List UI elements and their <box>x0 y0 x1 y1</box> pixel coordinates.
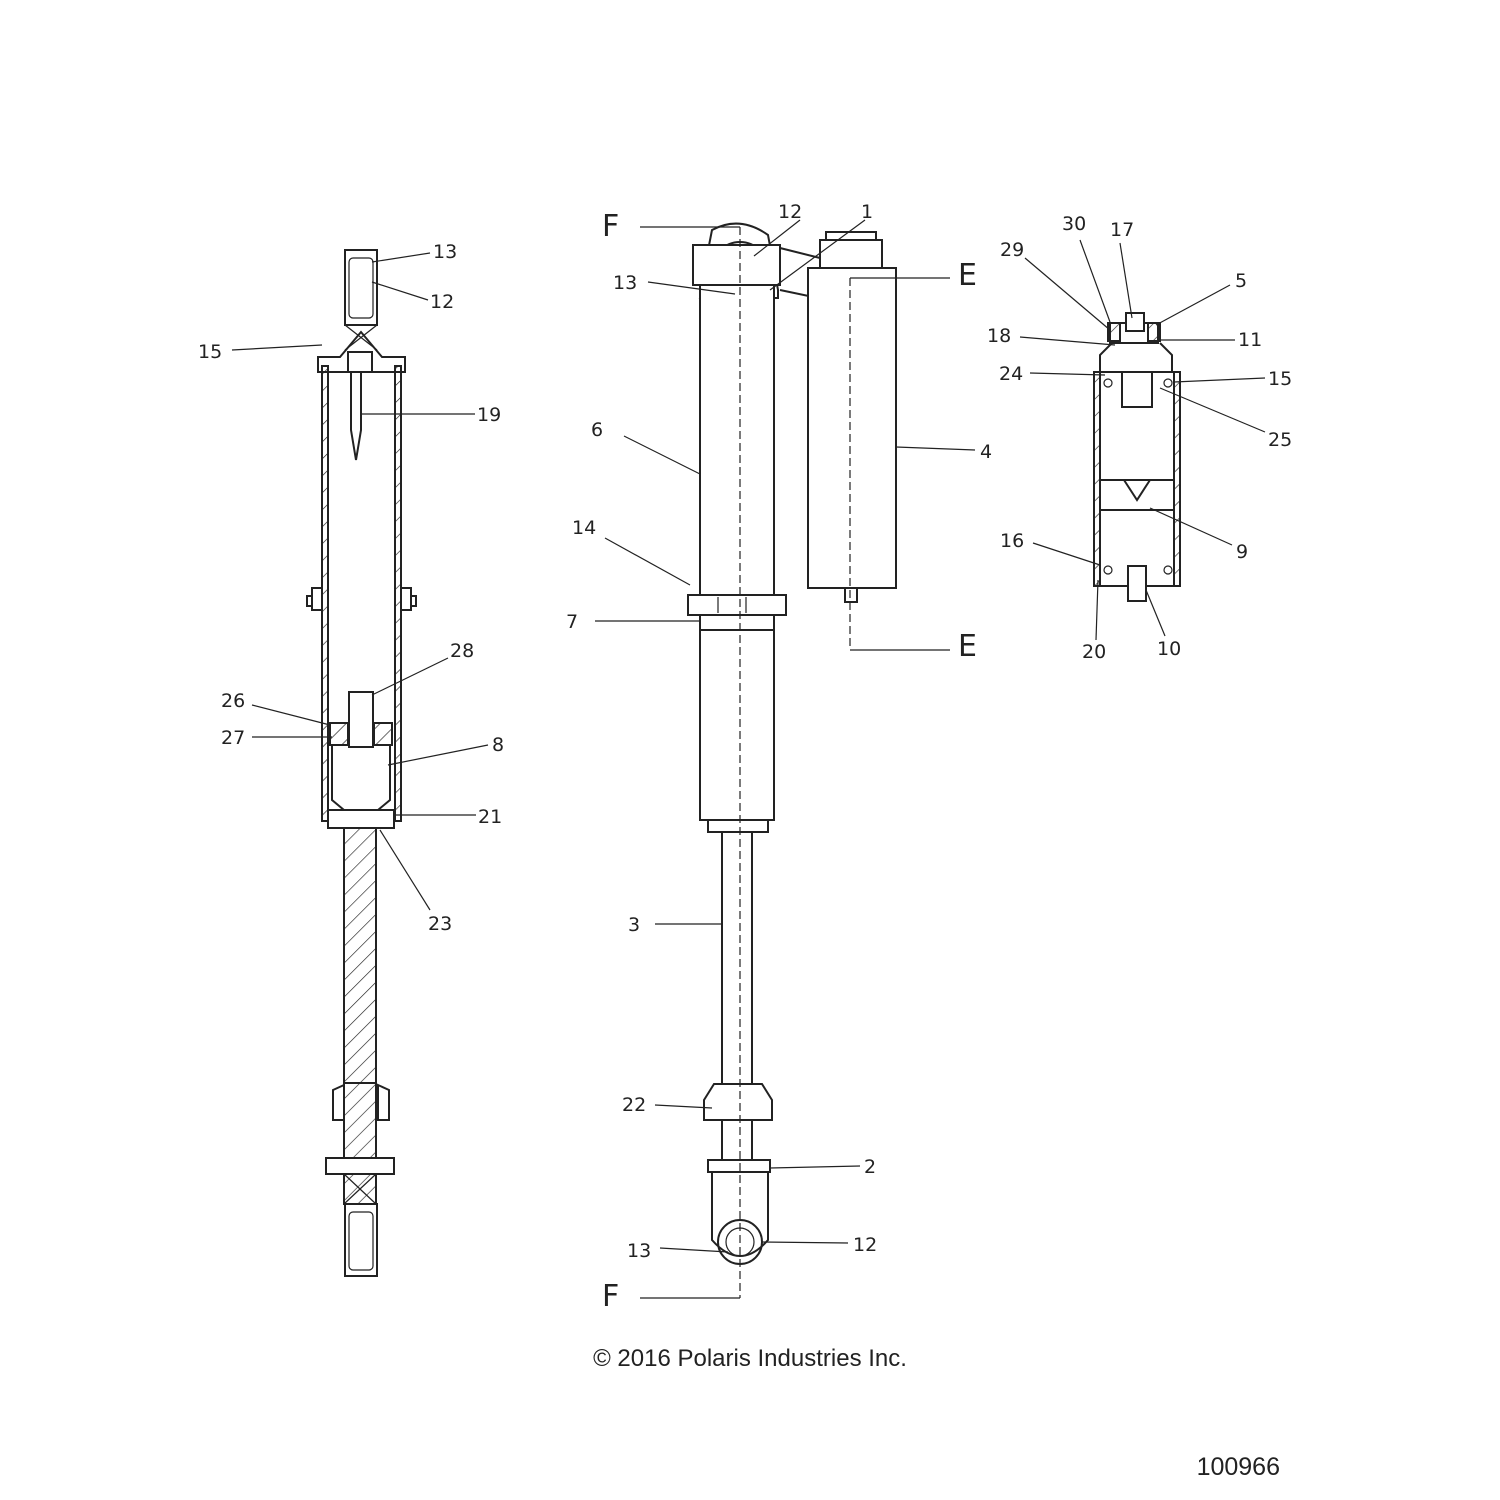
callout-24: 24 <box>999 363 1023 385</box>
callout-10: 10 <box>1157 638 1181 660</box>
callout-12: 12 <box>778 201 802 223</box>
callout-8: 8 <box>492 734 504 756</box>
figure-id: 100966 <box>1196 1453 1280 1481</box>
callout-17: 17 <box>1110 219 1134 241</box>
copyright-notice: © 2016 Polaris Industries Inc. <box>593 1345 907 1372</box>
section-marker-e-bottom: E <box>958 629 977 664</box>
callout-4: 4 <box>980 441 992 463</box>
section-view-ee <box>1093 312 1181 602</box>
callout-19: 19 <box>477 404 501 426</box>
callout-6: 6 <box>591 419 603 441</box>
callout-3: 3 <box>628 914 640 936</box>
callout-5: 5 <box>1235 270 1247 292</box>
callout-13: 13 <box>613 272 637 294</box>
callout-27: 27 <box>221 727 245 749</box>
callout-2: 2 <box>864 1156 876 1178</box>
callout-1: 1 <box>861 201 873 223</box>
callout-12: 12 <box>853 1234 877 1256</box>
callout-28: 28 <box>450 640 474 662</box>
callout-9: 9 <box>1236 541 1248 563</box>
callout-23: 23 <box>428 913 452 935</box>
callout-15: 15 <box>198 341 222 363</box>
callout-12: 12 <box>430 291 454 313</box>
callout-18: 18 <box>987 325 1011 347</box>
callout-11: 11 <box>1238 329 1262 351</box>
callouts: 13 12 15 19 28 26 27 8 21 23 12 1 13 6 4… <box>198 201 1292 1262</box>
callout-25: 25 <box>1268 429 1292 451</box>
callout-26: 26 <box>221 690 245 712</box>
callout-22: 22 <box>622 1094 646 1116</box>
callout-29: 29 <box>1000 239 1024 261</box>
callout-20: 20 <box>1082 641 1106 663</box>
section-marker-f-top: F <box>602 209 619 244</box>
callout-21: 21 <box>478 806 502 828</box>
callout-13: 13 <box>627 1240 651 1262</box>
shock-assembly <box>640 222 950 1299</box>
callout-14: 14 <box>572 517 596 539</box>
callout-30: 30 <box>1062 213 1086 235</box>
callout-15: 15 <box>1268 368 1292 390</box>
section-marker-f-bottom: F <box>602 1279 619 1314</box>
callout-7: 7 <box>566 611 578 633</box>
callout-16: 16 <box>1000 530 1024 552</box>
callout-13: 13 <box>433 241 457 263</box>
section-view-ff <box>306 249 417 1277</box>
section-marker-e-top: E <box>958 258 977 293</box>
